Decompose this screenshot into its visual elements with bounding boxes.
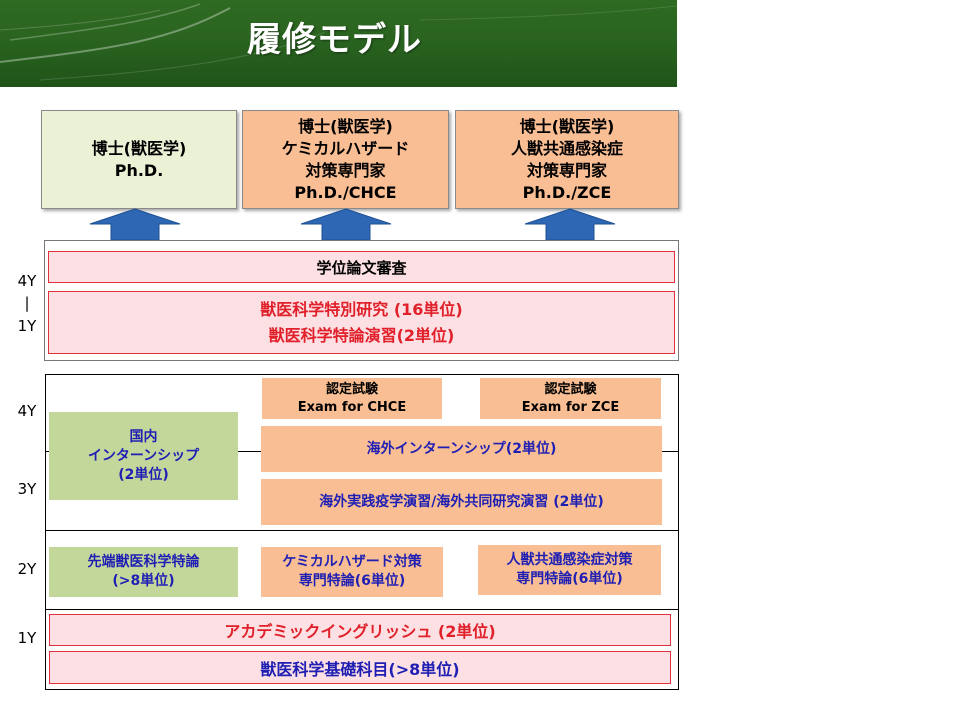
course-line: 専門特論(6単位) [298, 573, 406, 589]
overseas-internship-box: 海外インターンシップ(2単位) [261, 426, 662, 472]
exam-line: 認定試験 [544, 381, 597, 397]
exam-line: Exam for ZCE [521, 399, 620, 415]
course-line: (2単位) [118, 466, 169, 483]
academic-english-bar: アカデミックイングリッシュ (2単位) [49, 614, 671, 646]
thesis-review-bar: 学位論文審査 [48, 251, 675, 283]
degree-line: Ph.D./CHCE [294, 182, 397, 202]
course-line: 人獣共通感染症対策 [506, 552, 633, 568]
course-line: 専門特論(6単位) [516, 571, 623, 587]
degree-line: 博士(獣医学) [91, 138, 187, 158]
degree-line: 博士(獣医学) [519, 116, 615, 136]
research-line: 獣医科学特論演習(2単位) [268, 325, 455, 345]
basic-subjects-bar: 獣医科学基礎科目(>8単位) [49, 651, 671, 684]
course-line: 国内 [129, 428, 158, 445]
degree-phd-zce: 博士(獣医学) 人獣共通感染症 対策専門家 Ph.D./ZCE [455, 110, 679, 209]
zoonosis-box: 人獣共通感染症対策 専門特論(6単位) [478, 545, 661, 595]
degree-line: 人獣共通感染症 [510, 138, 623, 158]
up-arrow-icon [89, 208, 181, 241]
course-line: アカデミックイングリッシュ (2単位) [224, 622, 496, 641]
degree-line: 対策専門家 [526, 160, 607, 180]
degree-line: Ph.D./ZCE [522, 182, 612, 202]
exam-chce-box: 認定試験 Exam for CHCE [262, 378, 442, 419]
course-line: 獣医科学基礎科目(>8単位) [260, 659, 460, 679]
course-line: 海外実践疫学演習/海外共同研究演習 (2単位) [319, 493, 604, 510]
page-title: 履修モデル [247, 20, 422, 60]
degree-phd-chce: 博士(獣医学) ケミカルハザード 対策専門家 Ph.D./CHCE [242, 110, 449, 209]
up-arrow-icon [300, 208, 392, 241]
thesis-review-label: 学位論文審査 [316, 258, 407, 277]
year-divider [45, 530, 679, 531]
course-line: インターンシップ [87, 447, 200, 464]
course-line: ケミカルハザード対策 [282, 554, 422, 570]
exam-line: Exam for CHCE [297, 399, 407, 415]
year-label: 1Y [17, 317, 37, 335]
course-line: 先端獣医科学特論 [87, 554, 200, 570]
course-line: 海外インターンシップ(2単位) [366, 440, 557, 457]
overseas-practice-box: 海外実践疫学演習/海外共同研究演習 (2単位) [261, 479, 662, 525]
research-line: 獣医科学特別研究 (16単位) [260, 299, 463, 319]
year-label: 4Y [17, 402, 37, 420]
degree-line: Ph.D. [114, 160, 164, 180]
header-banner: 履修モデル [0, 0, 677, 87]
year-divider [45, 609, 679, 610]
domestic-internship-box: 国内 インターンシップ (2単位) [49, 412, 238, 500]
course-line: (>8単位) [112, 573, 175, 589]
year-label: 2Y [17, 560, 37, 578]
banner-decoration [0, 3, 677, 81]
advanced-vet-box: 先端獣医科学特論 (>8単位) [49, 547, 238, 597]
degree-line: 博士(獣医学) [298, 116, 393, 136]
exam-zce-box: 認定試験 Exam for ZCE [480, 378, 661, 419]
degree-phd: 博士(獣医学) Ph.D. [41, 110, 237, 209]
research-bar: 獣医科学特別研究 (16単位) 獣医科学特論演習(2単位) [48, 291, 675, 354]
up-arrow-icon [524, 208, 616, 241]
exam-line: 認定試験 [325, 381, 378, 397]
year-label: 4Y [17, 272, 37, 290]
year-label: | [24, 294, 30, 312]
year-label: 3Y [17, 480, 37, 498]
degree-line: 対策専門家 [305, 160, 386, 180]
chemical-hazard-box: ケミカルハザード対策 専門特論(6単位) [261, 547, 443, 597]
year-label: 1Y [17, 629, 37, 647]
degree-line: ケミカルハザード [281, 138, 410, 158]
